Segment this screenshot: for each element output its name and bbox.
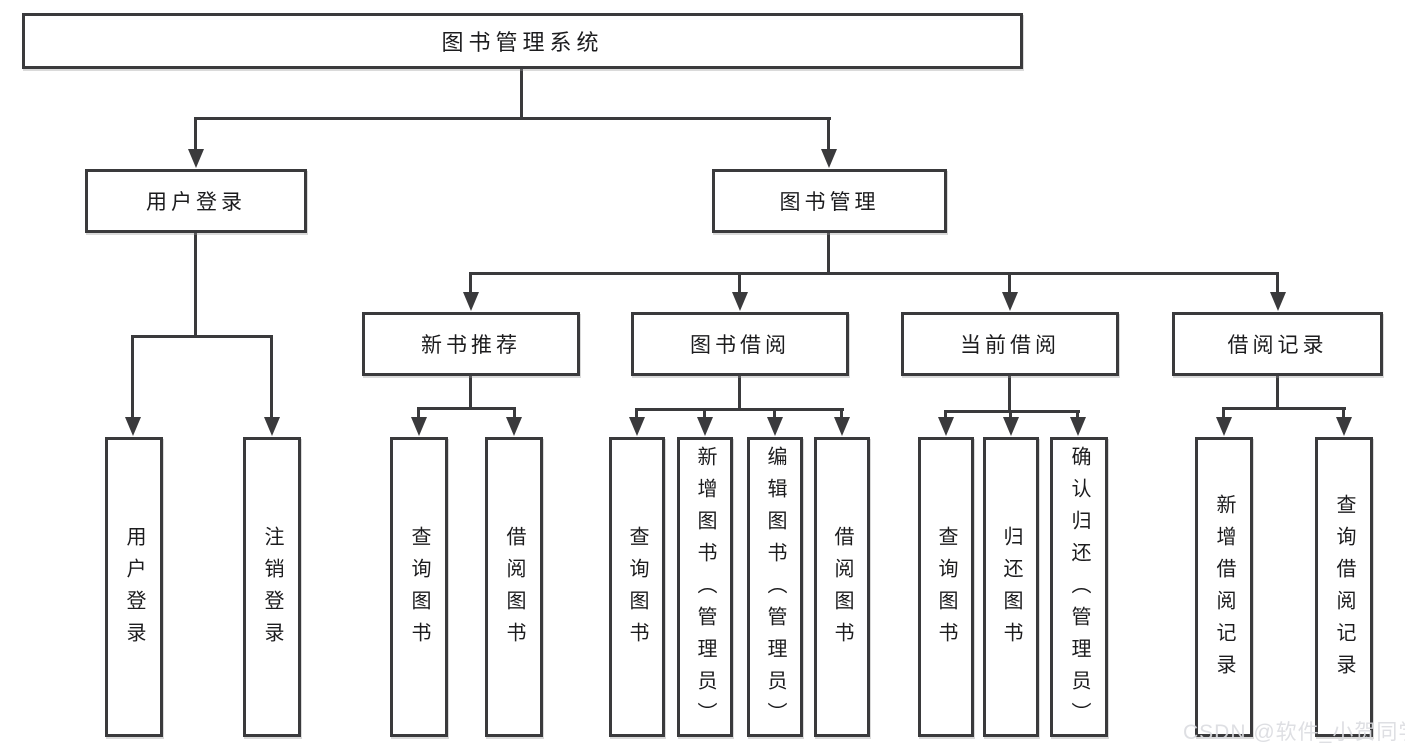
connector-drop-new-book <box>469 272 472 294</box>
leaf-add-books-admin: 新增图书（管理员） <box>677 437 733 737</box>
leaf-add-borrow-record: 新增借阅记录 <box>1195 437 1253 737</box>
arrowhead-down-icon <box>1270 292 1286 311</box>
connector-root-rail <box>194 117 831 120</box>
arrowhead-down-icon <box>264 417 280 436</box>
arrowhead-down-icon <box>1002 292 1018 311</box>
connector-drop <box>840 408 843 420</box>
connector-drop-current-borrowing <box>1008 272 1011 294</box>
leaf-user-login: 用户登录 <box>105 437 163 737</box>
connector-borrowing-rail <box>635 408 844 411</box>
connector-drop-book-borrowing <box>738 272 741 294</box>
connector-drop <box>773 408 776 420</box>
connector-root-stem <box>520 69 523 120</box>
connector-drop-leaf-logout <box>270 335 273 420</box>
leaf-query-borrow-record: 查询借阅记录 <box>1315 437 1373 737</box>
arrowhead-down-icon <box>938 417 954 436</box>
node-book-borrowing: 图书借阅 <box>631 312 849 376</box>
connector-bookmgmt-rail <box>469 272 1279 275</box>
connector-newbook-rail <box>417 407 516 410</box>
arrowhead-down-icon <box>732 292 748 311</box>
connector-current-stem <box>1008 376 1011 413</box>
arrowhead-down-icon <box>411 417 427 436</box>
arrowhead-down-icon <box>506 417 522 436</box>
arrowhead-down-icon <box>1070 417 1086 436</box>
node-user-login: 用户登录 <box>85 169 307 233</box>
connector-borrowing-stem <box>738 376 741 411</box>
connector-drop <box>1342 407 1345 420</box>
connector-records-rail <box>1222 407 1346 410</box>
connector-drop <box>1222 407 1225 420</box>
connector-bookmgmt-stem <box>827 233 830 275</box>
connector-drop-book-management <box>827 117 830 153</box>
connector-newbook-stem <box>469 376 472 410</box>
arrowhead-down-icon <box>834 417 850 436</box>
connector-userlogin-rail <box>131 335 273 338</box>
csdn-watermark: CSDN @软件_小贺同学 <box>1183 721 1405 744</box>
leaf-confirm-return-admin: 确认归还（管理员） <box>1050 437 1108 737</box>
node-new-book-recommend: 新书推荐 <box>362 312 580 376</box>
connector-drop <box>944 410 947 420</box>
connector-drop <box>417 407 420 420</box>
leaf-borrow-books-recommend: 借阅图书 <box>485 437 543 737</box>
arrowhead-down-icon <box>697 417 713 436</box>
node-borrowing-records: 借阅记录 <box>1172 312 1383 376</box>
arrowhead-down-icon <box>463 292 479 311</box>
connector-drop-user-login <box>194 117 197 153</box>
connector-drop <box>513 407 516 420</box>
arrowhead-down-icon <box>1216 417 1232 436</box>
leaf-query-books-borrowing: 查询图书 <box>609 437 665 737</box>
leaf-borrow-books: 借阅图书 <box>814 437 870 737</box>
node-root-library-management-system: 图书管理系统 <box>22 13 1023 69</box>
connector-current-rail <box>944 410 1080 413</box>
arrowhead-down-icon <box>1336 417 1352 436</box>
connector-userlogin-stem <box>194 233 197 338</box>
arrowhead-down-icon <box>629 417 645 436</box>
leaf-query-books-current: 查询图书 <box>918 437 974 737</box>
leaf-logout: 注销登录 <box>243 437 301 737</box>
connector-records-stem <box>1276 376 1279 410</box>
node-book-management: 图书管理 <box>712 169 947 233</box>
node-current-borrowing: 当前借阅 <box>901 312 1119 376</box>
connector-drop <box>1076 410 1079 420</box>
arrowhead-down-icon <box>821 149 837 168</box>
arrowhead-down-icon <box>1003 417 1019 436</box>
connector-drop-borrow-records <box>1276 272 1279 294</box>
leaf-query-books-recommend: 查询图书 <box>390 437 448 737</box>
arrowhead-down-icon <box>767 417 783 436</box>
connector-drop-leaf-login <box>131 335 134 420</box>
connector-drop <box>635 408 638 420</box>
leaf-edit-books-admin: 编辑图书（管理员） <box>747 437 803 737</box>
connector-drop <box>703 408 706 420</box>
arrowhead-down-icon <box>188 149 204 168</box>
connector-drop <box>1009 410 1012 420</box>
leaf-return-books: 归还图书 <box>983 437 1039 737</box>
arrowhead-down-icon <box>125 417 141 436</box>
